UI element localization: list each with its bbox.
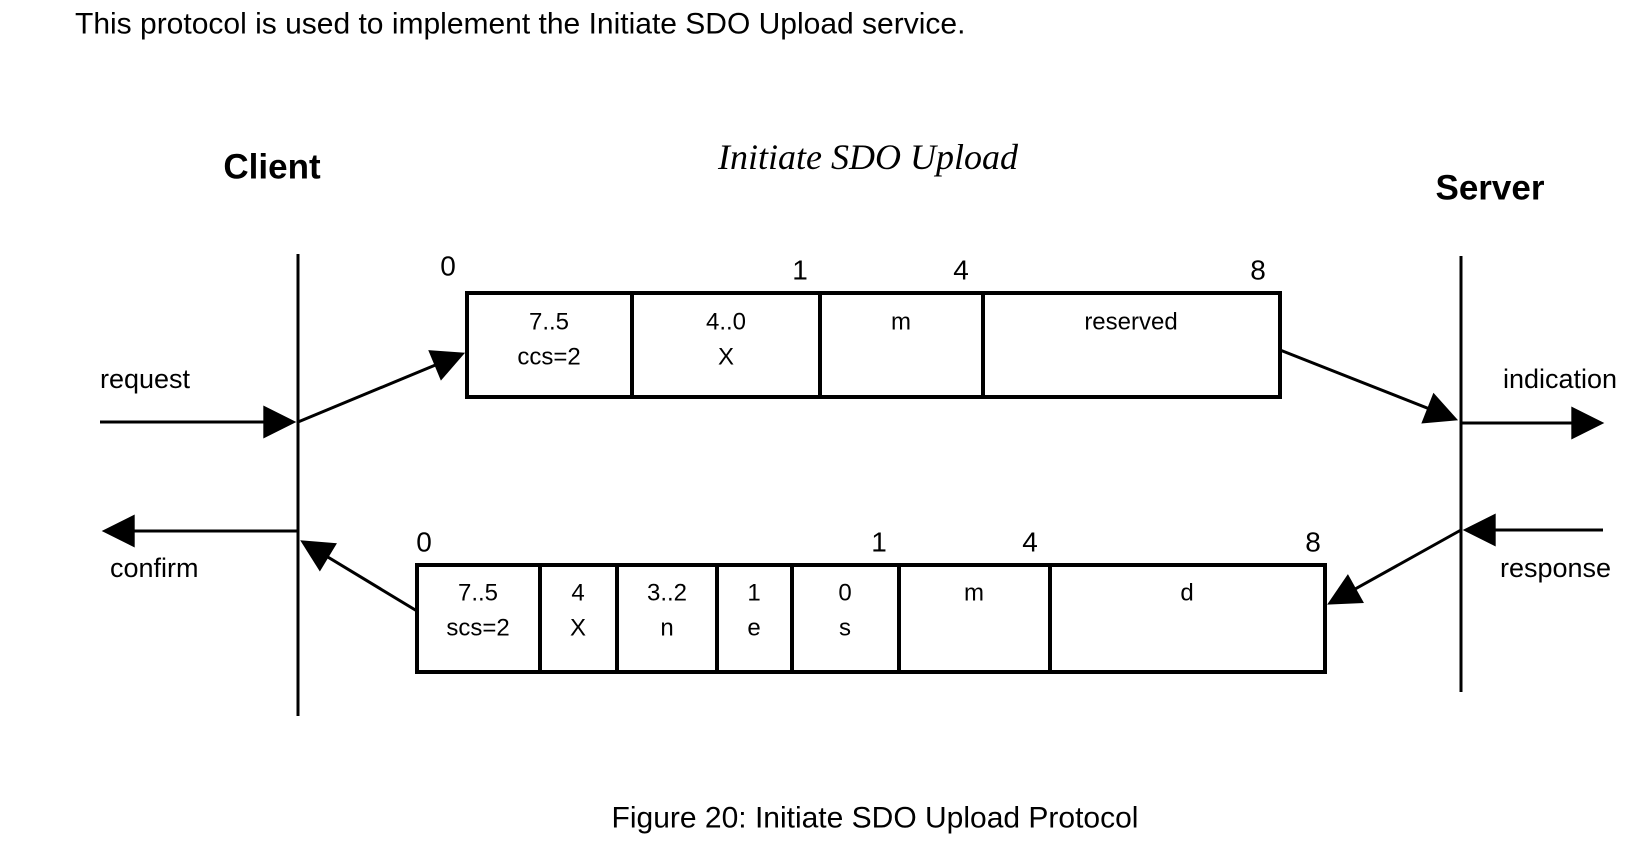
- response-cell-n-value: n: [660, 615, 673, 642]
- request-byte-index-4: 4: [953, 255, 969, 286]
- response-label: response: [1500, 553, 1611, 583]
- response-cell-s-bits: 0: [838, 580, 851, 607]
- response-cell-d: d: [1180, 580, 1193, 607]
- request-frame-box: [465, 291, 1282, 399]
- response-byte-index-8: 8: [1305, 527, 1321, 558]
- request-cell-m: m: [891, 309, 911, 336]
- response-cell-n-bits: 3..2: [647, 580, 687, 607]
- request-label: request: [100, 364, 191, 394]
- response-frame-box: [415, 563, 1327, 674]
- client-heading: Client: [223, 148, 321, 187]
- response-cell-scs-value: scs=2: [446, 615, 509, 642]
- request-cell-reserved: reserved: [1084, 309, 1177, 336]
- request-to-frame-arrow: [297, 350, 466, 424]
- confirm-label: confirm: [110, 553, 199, 583]
- intro-paragraph: This protocol is used to implement the I…: [75, 8, 965, 41]
- response-cell-x-value: X: [570, 615, 586, 642]
- request-cell-ccs-value: ccs=2: [517, 344, 580, 371]
- response-cell-m: m: [964, 580, 984, 607]
- request-cell-x-value: X: [718, 344, 734, 371]
- response-cell-e-bits: 1: [747, 580, 760, 607]
- request-byte-index-1: 1: [792, 255, 808, 286]
- indication-label: indication: [1503, 364, 1617, 394]
- response-cell-s-value: s: [839, 615, 851, 642]
- response-cell-e-value: e: [747, 615, 760, 642]
- frame-to-server-arrow: [1279, 348, 1459, 424]
- response-byte-index-4: 4: [1022, 527, 1038, 558]
- response-cell-x-bits: 4: [571, 580, 584, 607]
- server-to-frame-arrow: [1327, 528, 1462, 605]
- request-byte-index-8: 8: [1250, 255, 1266, 286]
- response-byte-index-1: 1: [871, 527, 887, 558]
- response-cell-scs-bits: 7..5: [458, 580, 498, 607]
- protocol-title: Initiate SDO Upload: [717, 137, 1019, 177]
- frame-to-client-arrow: [300, 540, 418, 613]
- figure-caption: Figure 20: Initiate SDO Upload Protocol: [612, 802, 1139, 835]
- request-byte-index-0: 0: [440, 251, 456, 282]
- request-cell-ccs-bits: 7..5: [529, 309, 569, 336]
- response-byte-index-0: 0: [416, 527, 432, 558]
- request-cell-x-bits: 4..0: [706, 309, 746, 336]
- server-heading: Server: [1436, 169, 1545, 208]
